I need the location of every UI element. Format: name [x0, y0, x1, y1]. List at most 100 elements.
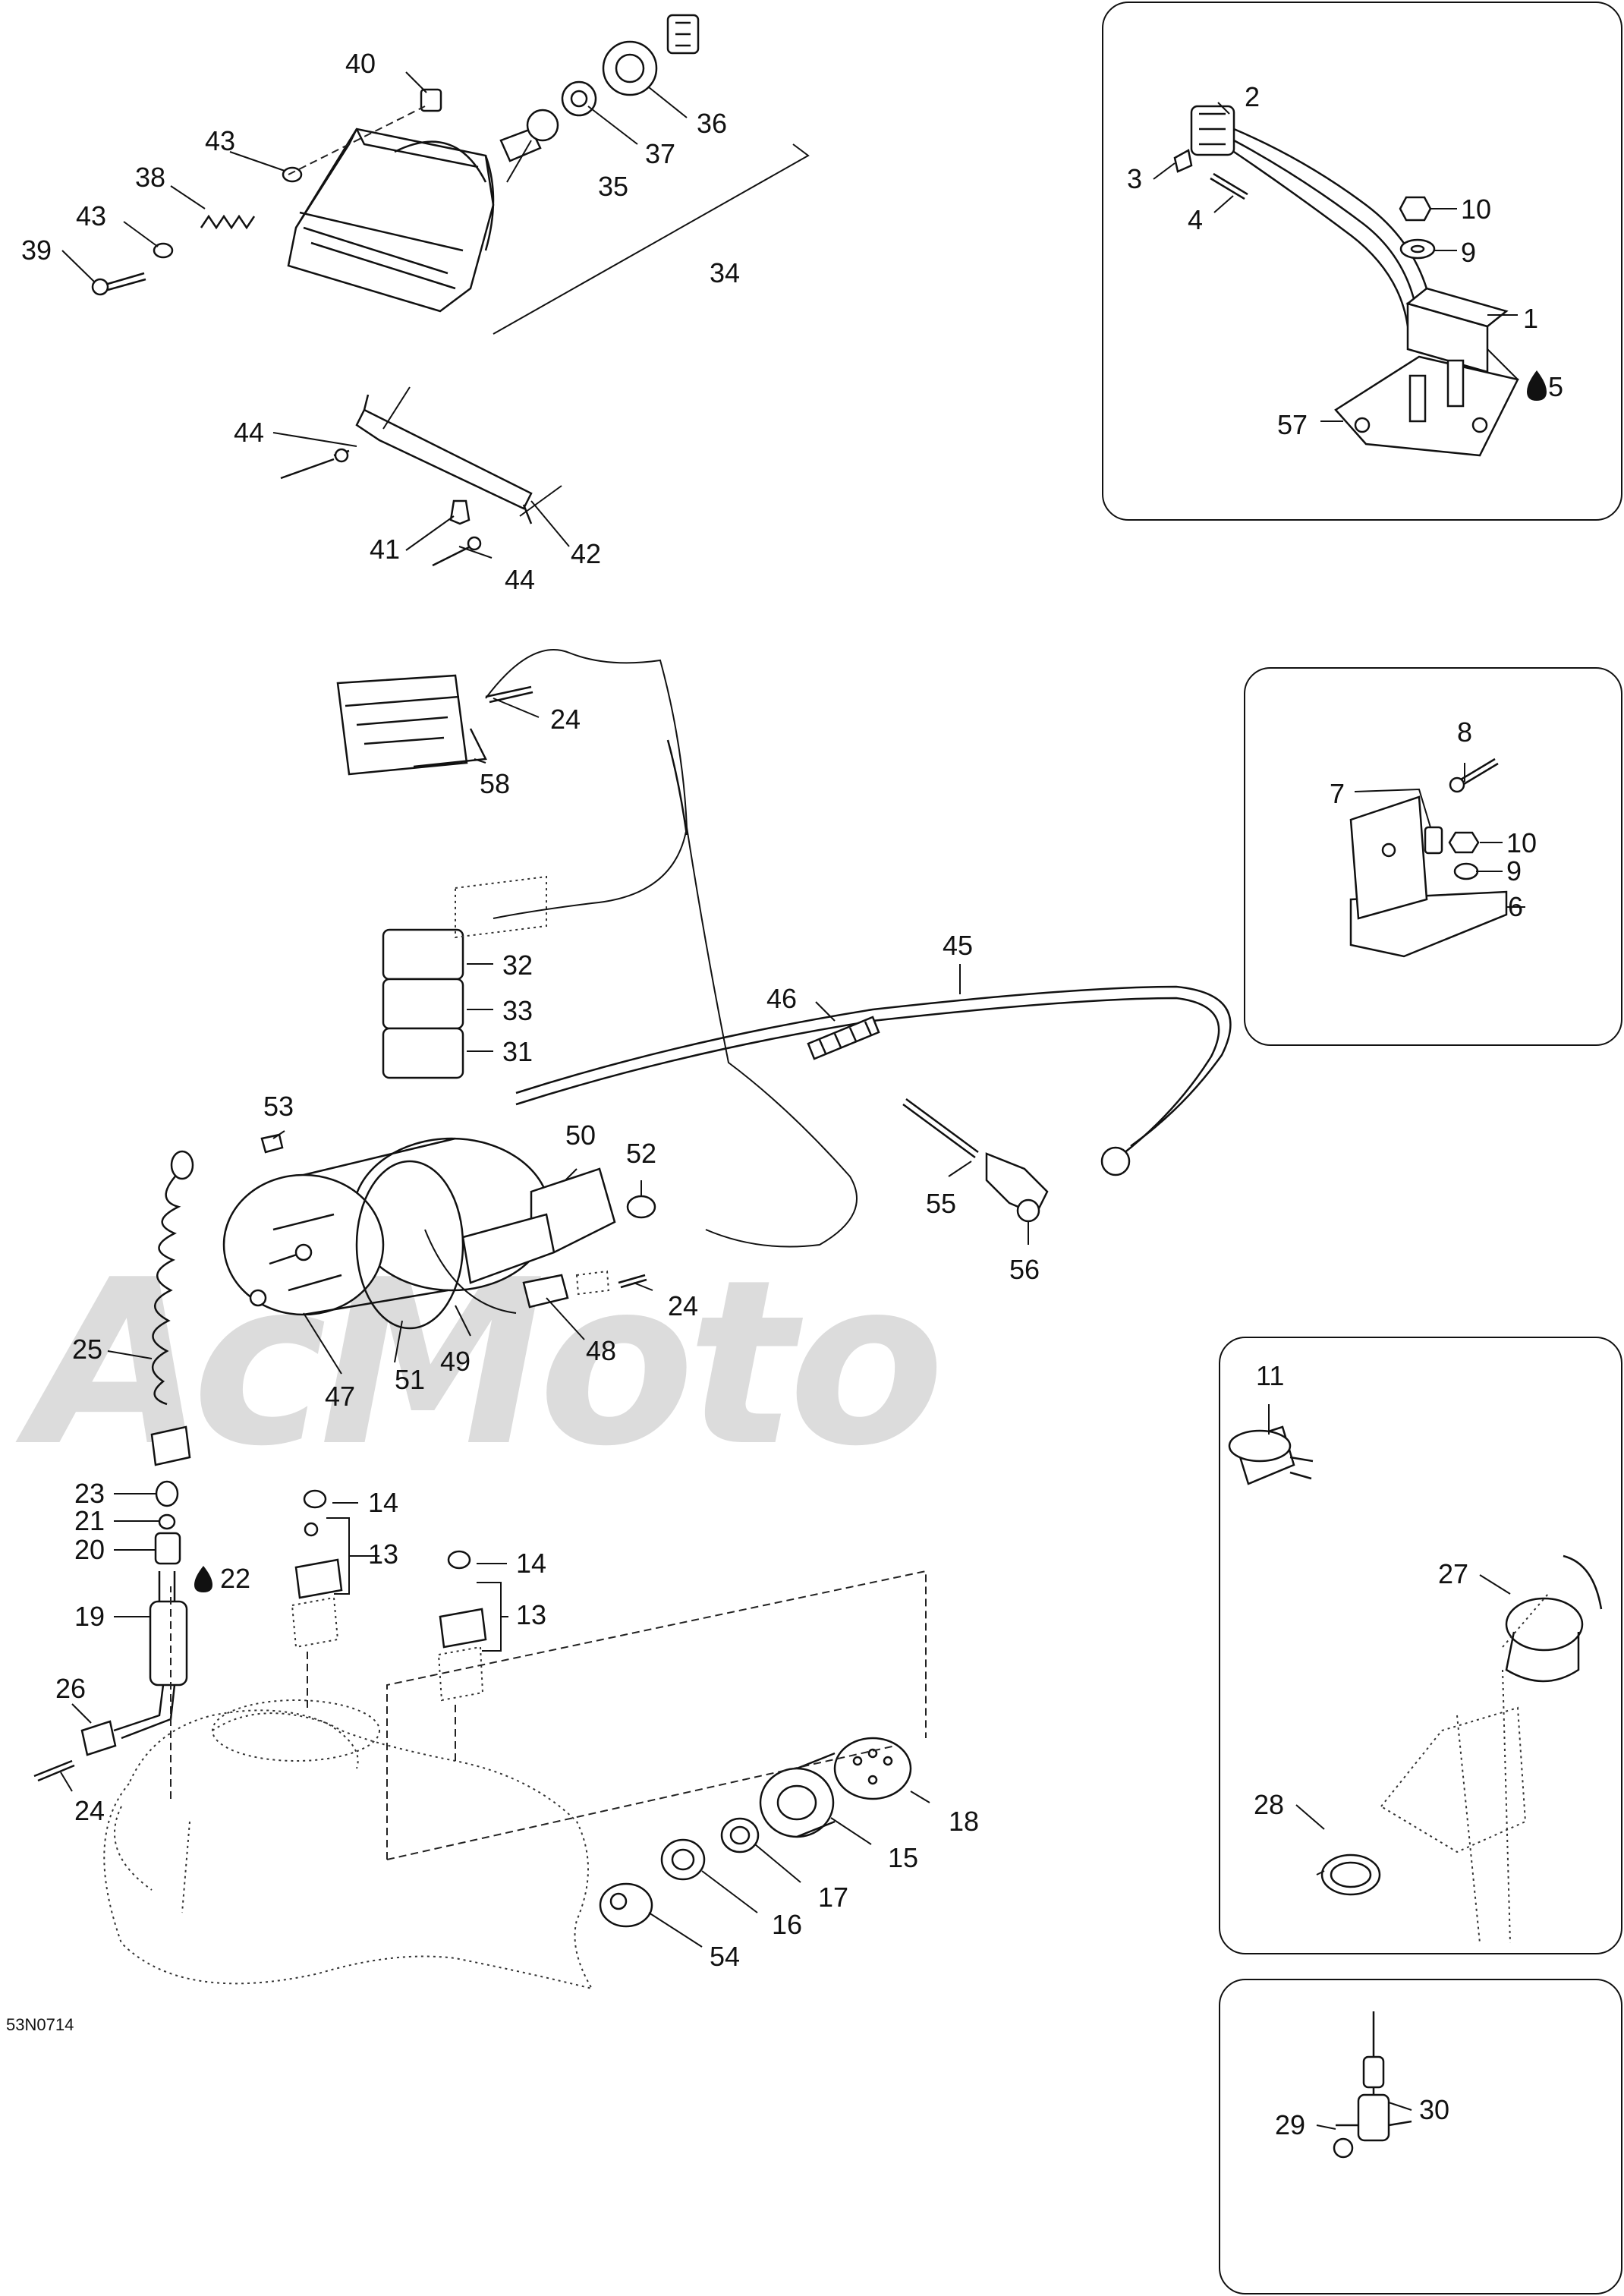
clip-40: [420, 88, 442, 112]
callout-43-lower: 43: [76, 200, 106, 231]
cable-45: [515, 985, 1232, 1176]
callout-22: 22: [220, 1563, 250, 1594]
callout-44-top: 44: [234, 417, 264, 448]
callout-39: 39: [21, 235, 52, 266]
rivet-44b: [432, 536, 482, 567]
clip-7: [1424, 826, 1443, 855]
coil-cord-25: [150, 1150, 194, 1466]
bracket-6: [1349, 795, 1508, 958]
callout-5: 5: [1548, 371, 1563, 402]
switch-13a: [291, 1558, 343, 1649]
lamp-33: [382, 978, 464, 1030]
callout-18: 18: [949, 1806, 979, 1837]
bulb-53: [260, 1133, 284, 1154]
nut-10-bracket: [1448, 831, 1480, 854]
callout-9-top: 9: [1461, 237, 1476, 268]
callout-31: 31: [502, 1036, 533, 1067]
callout-51: 51: [395, 1364, 425, 1395]
connector-26: [80, 1720, 117, 1756]
bulb-35: [499, 109, 559, 162]
callout-9-bracket: 9: [1506, 855, 1522, 887]
callout-35: 35: [598, 171, 628, 202]
wires-regulator: [1233, 128, 1436, 327]
callout-17: 17: [818, 1882, 848, 1913]
rivet-44a: [280, 448, 350, 480]
console-outline: [103, 1699, 594, 1990]
switch-27: [1505, 1554, 1603, 1683]
callout-26: 26: [55, 1673, 86, 1704]
screw-8: [1449, 757, 1499, 793]
lamp-sockets: [455, 875, 547, 939]
droplet-icon-5: [1527, 370, 1547, 401]
callout-58: 58: [480, 768, 510, 799]
bracket-50: [461, 1167, 616, 1284]
lamp-31: [382, 1027, 464, 1079]
callout-37: 37: [645, 138, 675, 169]
washer-9-bracket: [1453, 862, 1479, 880]
spring-38: [200, 214, 256, 230]
callout-42: 42: [571, 538, 601, 569]
callout-14a: 14: [368, 1487, 398, 1518]
washers-43: [153, 166, 303, 259]
group-bracket-34: [493, 143, 810, 335]
nut-52: [626, 1195, 656, 1219]
callout-43-top: 43: [205, 125, 235, 156]
nut-10-top: [1399, 196, 1432, 222]
callout-52: 52: [626, 1138, 656, 1169]
callout-28: 28: [1254, 1789, 1284, 1820]
callout-21: 21: [74, 1505, 105, 1536]
holder-51: [355, 1160, 464, 1330]
dashed-assembly-lines: [170, 1570, 927, 1860]
callout-56: 56: [1009, 1254, 1040, 1285]
callout-4: 4: [1188, 204, 1203, 235]
key-54: [599, 1882, 653, 1928]
tube-30: [1362, 2011, 1385, 2095]
callout-27: 27: [1438, 1558, 1468, 1589]
callout-45: 45: [943, 930, 973, 961]
callout-15: 15: [888, 1842, 918, 1873]
callout-25: 25: [72, 1334, 102, 1365]
callout-7: 7: [1330, 778, 1345, 809]
callout-29: 29: [1275, 2109, 1305, 2140]
terminal-3: [1173, 149, 1193, 173]
terminal-24c: [33, 1759, 75, 1782]
callout-49: 49: [440, 1346, 471, 1377]
callout-6: 6: [1508, 891, 1523, 922]
pin-4: [1210, 172, 1248, 200]
callout-55: 55: [926, 1188, 956, 1219]
callout-30: 30: [1419, 2094, 1449, 2125]
switch-13b: [437, 1608, 487, 1702]
callout-2: 2: [1245, 81, 1260, 112]
callout-10-bracket: 10: [1506, 827, 1537, 858]
callout-47: 47: [325, 1381, 355, 1412]
callout-23: 23: [74, 1478, 105, 1509]
knob-14a: [303, 1489, 327, 1537]
callout-36: 36: [697, 108, 727, 139]
inset-box-valve: [1219, 1979, 1622, 2294]
ring-28: [1320, 1853, 1381, 1896]
switch-11: [1228, 1425, 1314, 1485]
document-id: 53N0714: [6, 2015, 74, 2034]
sleeve-46: [807, 1016, 880, 1060]
callout-11: 11: [1256, 1360, 1284, 1391]
callout-14b: 14: [516, 1548, 546, 1579]
switch-15: [759, 1752, 836, 1838]
callout-13b: 13: [516, 1599, 546, 1630]
wire-harness: [485, 649, 858, 1248]
connector-48: [522, 1270, 610, 1309]
screw-39: [91, 272, 146, 296]
callout-3: 3: [1127, 163, 1142, 194]
inset-box-bracket: [1244, 667, 1622, 1046]
callout-10-top: 10: [1461, 194, 1491, 225]
nut-41: [449, 499, 471, 525]
washer-9-top: [1399, 238, 1436, 260]
callout-44-bottom: 44: [505, 564, 535, 595]
callout-20: 20: [74, 1534, 105, 1565]
callout-53: 53: [263, 1091, 294, 1122]
callout-41: 41: [370, 534, 400, 565]
leader-lines: [60, 71, 1525, 2130]
inset-box-top-right: [1102, 2, 1622, 521]
part-20: [154, 1532, 181, 1565]
wire-49: [424, 1229, 517, 1314]
callout-24-top: 24: [550, 704, 581, 735]
